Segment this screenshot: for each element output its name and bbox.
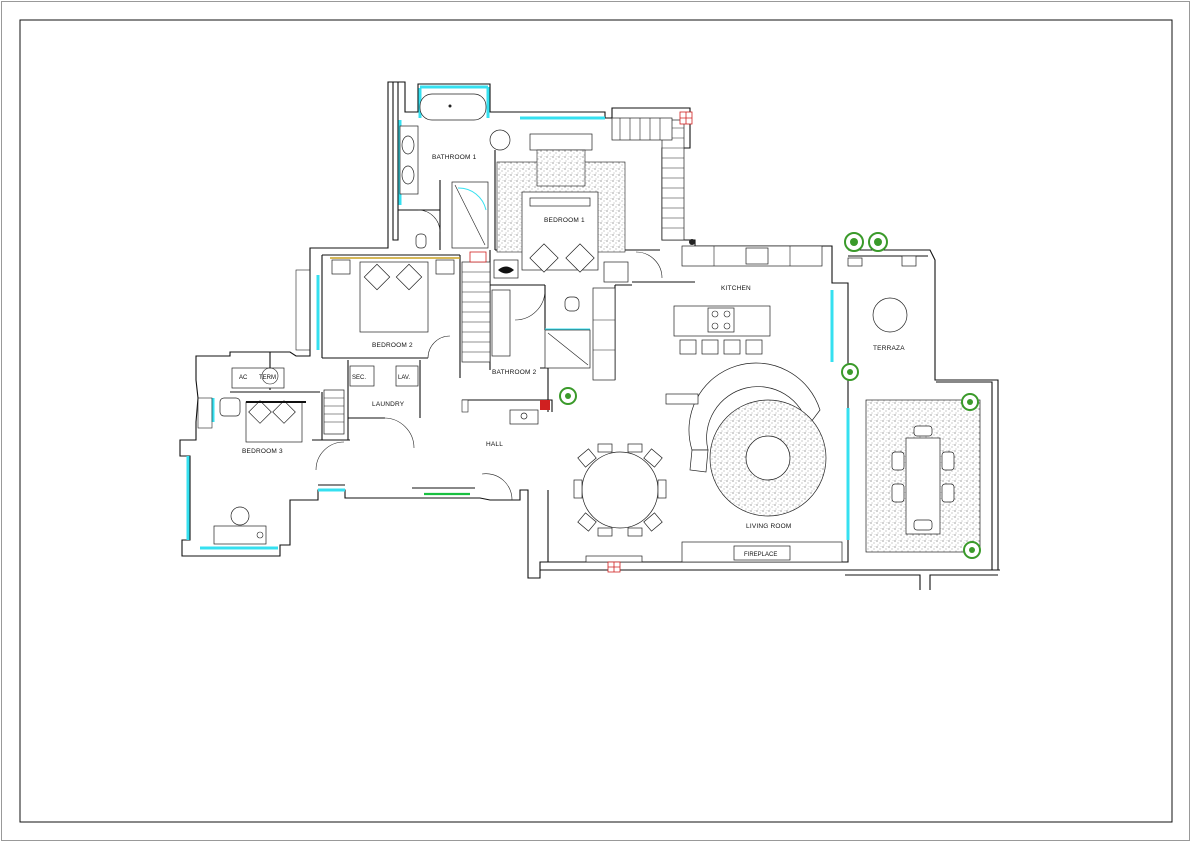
bathtub [419, 93, 487, 121]
bedroom-3-furniture [197, 389, 345, 545]
toilet-1 [415, 233, 427, 249]
kitchen-sink [745, 247, 769, 265]
side-table [665, 393, 699, 405]
toilet-2 [564, 296, 580, 312]
bedroom-1-furniture [493, 111, 693, 283]
wardrobe-bedroom-3 [323, 389, 345, 435]
nightstand-right [603, 261, 629, 283]
kitchen-furniture [673, 239, 823, 355]
desk-chair [230, 506, 250, 526]
room-labels: BATHROOM 1 BEDROOM 1 BEDROOM 2 BATHROOM … [239, 154, 905, 558]
terrace-dining-table [905, 437, 941, 535]
bathroom-1-fixtures [399, 93, 511, 249]
wardrobe-bedroom-1 [661, 119, 685, 241]
dining-chairs [573, 443, 667, 537]
drawing-frame [19, 19, 1173, 823]
dryer [349, 365, 375, 387]
label-terraza: TERRAZA [873, 345, 905, 352]
plants [559, 232, 981, 559]
label-bathroom-1: BATHROOM 1 [432, 154, 477, 161]
cooktop [707, 307, 735, 333]
hall-details [424, 399, 513, 501]
label-hall: HALL [486, 441, 503, 448]
label-laundry: LAUNDRY [372, 401, 405, 408]
curved-sofa [688, 362, 821, 451]
desk [213, 525, 267, 545]
label-bedroom-3: BEDROOM 3 [242, 448, 283, 455]
bathroom-2-fixtures [491, 287, 616, 425]
washer [395, 365, 419, 387]
label-living-room: LIVING ROOM [746, 523, 792, 530]
laundry-equipment [231, 365, 419, 449]
label-ac: AC [239, 375, 248, 381]
label-lav: LAV. [398, 375, 410, 381]
bathtub-2 [491, 289, 511, 357]
terrace-round-table [872, 297, 908, 333]
label-term: TERM [259, 375, 276, 381]
label-bathroom-2: BATHROOM 2 [492, 369, 537, 376]
dining-table [581, 451, 659, 529]
living-room-furniture [573, 362, 843, 573]
coffee-table [745, 435, 791, 481]
bedroom-2-furniture [295, 251, 491, 363]
label-bedroom-2: BEDROOM 2 [372, 342, 413, 349]
label-sec: SEC. [352, 375, 366, 381]
label-kitchen: KITCHEN [721, 285, 751, 292]
label-bedroom-1: BEDROOM 1 [544, 217, 585, 224]
label-fireplace: FIREPLACE [744, 552, 777, 558]
vanity-2 [592, 287, 616, 381]
terrace-furniture [847, 255, 981, 553]
